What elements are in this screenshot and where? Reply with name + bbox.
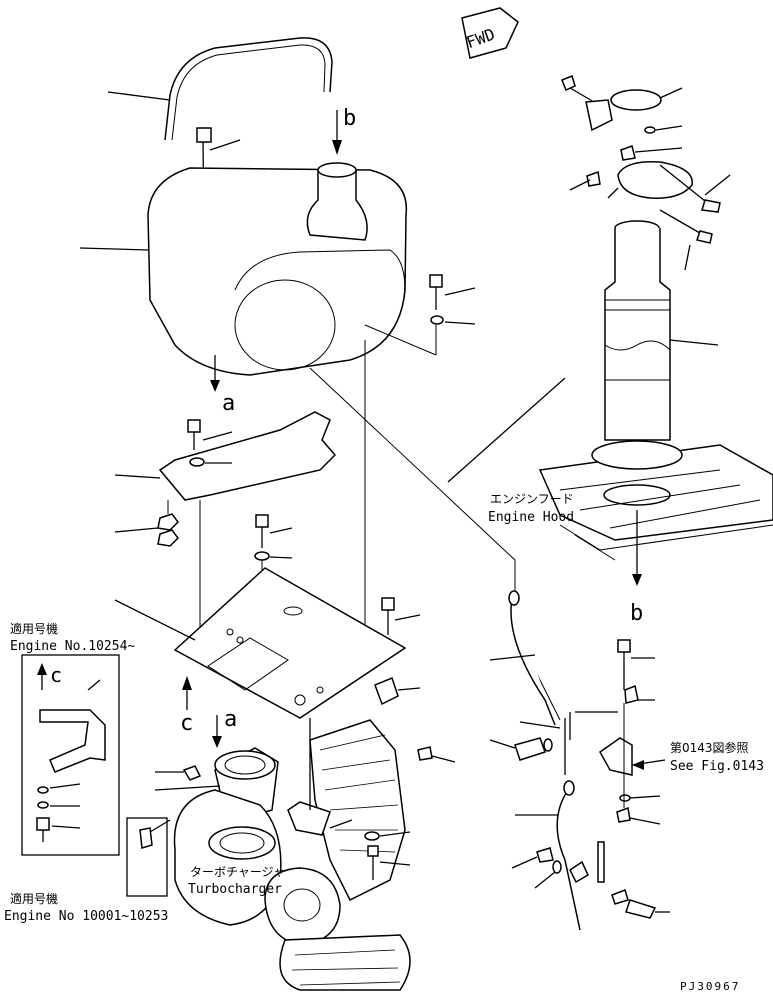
turbo-label-en: Turbocharger [188, 882, 282, 897]
muffler [79, 162, 408, 376]
fwd-arrow-icon: FWD [461, 7, 519, 59]
engine-hood-panel [538, 440, 773, 561]
view-a-upper: a [222, 391, 235, 416]
inset2-title-jp: 適用号機 [10, 891, 58, 906]
view-c-plate: c [180, 711, 193, 736]
inset-engine-10001: 適用号機 Engine No 10001~10253 [4, 817, 171, 924]
turbocharger [173, 719, 411, 991]
exhaust-elbow [154, 747, 279, 821]
muffler-bracket [114, 411, 337, 501]
rain-cap-and-clamp [561, 74, 731, 271]
engine-hood-label-jp: エンジンフード [490, 492, 574, 506]
view-b-right: b [630, 601, 643, 626]
inset1-title-jp: 適用号機 [10, 621, 58, 636]
inset1-view-c: c [50, 663, 62, 687]
engine-hood-label-en: Engine Hood [488, 510, 574, 525]
bolt-head [196, 127, 212, 143]
mounting-plate [114, 567, 407, 719]
turbo-label-jp: ターボチャージャ [190, 865, 285, 879]
inset-engine-10254: 適用号機 Engine No.10254~ c [10, 621, 135, 856]
view-a-lower: a [224, 707, 237, 732]
inset2-title-en: Engine No 10001~10253 [4, 909, 168, 924]
drawing-number: PJ30967 [680, 980, 740, 993]
view-b-top: b [343, 106, 356, 131]
muffler-strap [107, 37, 333, 141]
inset1-title-en: Engine No.10254~ [10, 639, 135, 654]
exhaust-stack [604, 220, 719, 441]
reference-label-jp: 第0143図参照 [670, 740, 749, 755]
reference-label-en: See Fig.0143 [670, 759, 764, 774]
